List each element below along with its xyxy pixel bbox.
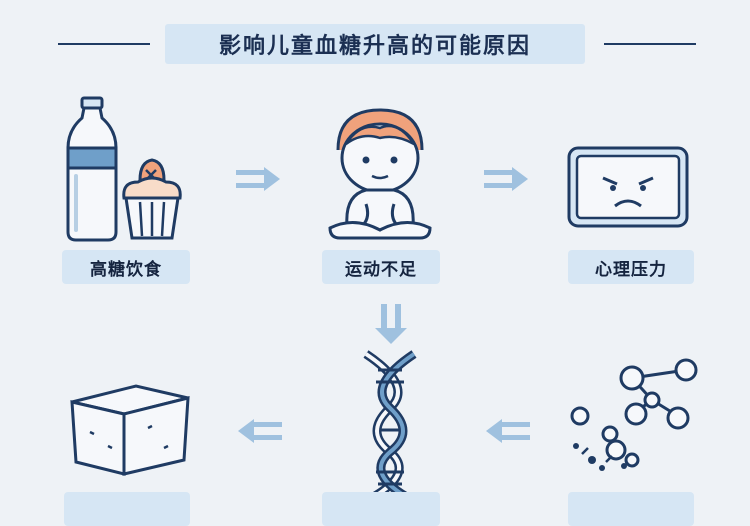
label-lack-of-exercise: 运动不足: [322, 250, 440, 284]
arrow-right-icon: [236, 167, 280, 191]
title-divider-left: [58, 43, 150, 45]
label-bottom-center: [322, 492, 440, 526]
frowning-screen-icon: [567, 146, 689, 228]
title-divider-right: [604, 43, 696, 45]
label-psychological-stress: 心理压力: [568, 250, 694, 284]
arrow-down-icon: [375, 304, 407, 344]
page-title: 影响儿童血糖升高的可能原因: [165, 24, 585, 64]
bottle-icon: [66, 96, 118, 242]
child-icon: [328, 108, 432, 240]
label-high-sugar-diet: 高糖饮食: [62, 250, 190, 284]
dna-icon: [363, 350, 417, 504]
arrow-right-icon: [484, 167, 528, 191]
label-bottom-right: [568, 492, 694, 526]
molecule-icon: [570, 358, 698, 471]
label-bottom-left: [64, 492, 190, 526]
arrow-left-icon: [238, 419, 282, 443]
cube-icon: [70, 384, 190, 476]
cupcake-icon: [122, 158, 182, 240]
arrow-left-icon: [486, 419, 530, 443]
diagram-canvas: 影响儿童血糖升高的可能原因: [58, 24, 698, 526]
